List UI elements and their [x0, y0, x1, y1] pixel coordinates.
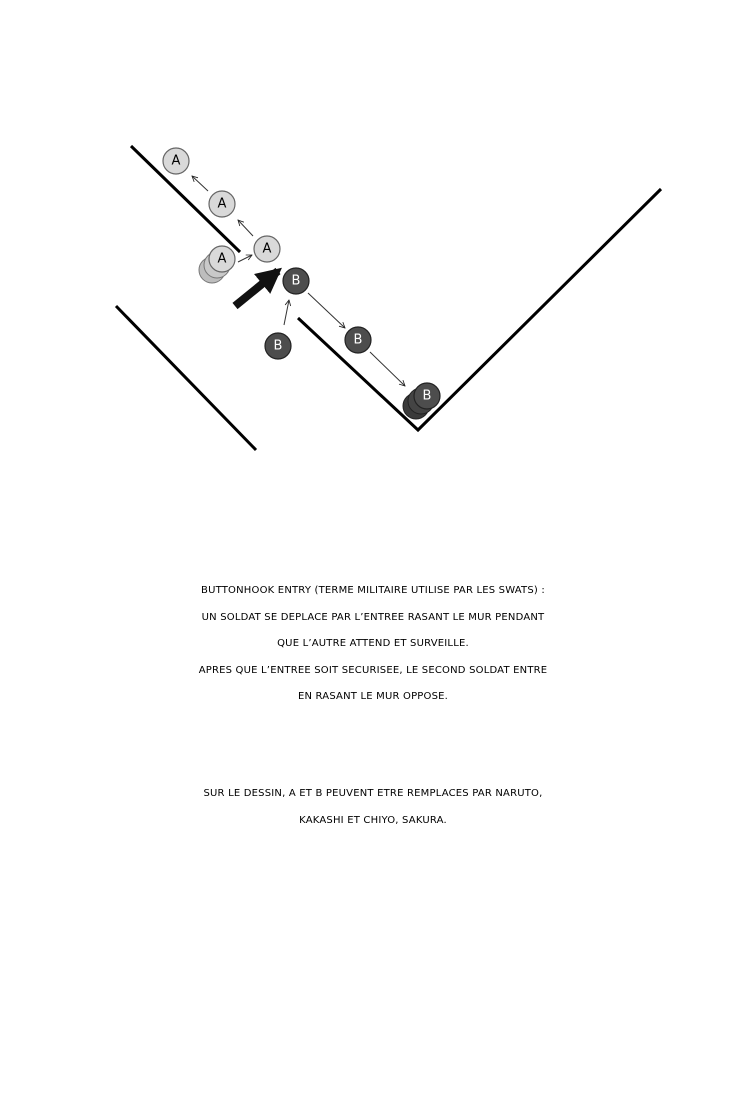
agent-a-label: A — [263, 242, 272, 257]
agent-a-label: A — [218, 197, 227, 212]
explanation-text: Buttonhook entry (terme militaire utilis… — [0, 578, 746, 711]
walls — [114, 144, 663, 452]
b-path-arrows — [283, 292, 405, 386]
a-arrow-1 — [237, 254, 252, 263]
agent-b-label: B — [274, 339, 283, 354]
explanation-line: que l’autre attend et surveille. — [277, 638, 469, 649]
note-text: Sur le dessin, A et B peuvent etre rempl… — [0, 781, 746, 834]
explanation-line: un soldat se deplace par l’entree rasant… — [201, 611, 545, 623]
explanation-line: en rasant le mur oppose. — [297, 691, 449, 702]
agent-a-marker-2: A — [253, 235, 281, 263]
explanation-line: Buttonhook entry (terme militaire utilis… — [201, 585, 545, 596]
agent-a-marker-3: A — [208, 190, 236, 218]
entry-direction-arrow — [232, 267, 282, 310]
b-stack: B — [402, 382, 441, 420]
note-line: Sur le dessin, A et B peuvent etre rempl… — [203, 788, 543, 799]
agent-a-marker — [208, 245, 236, 273]
entry-diagram: A A A A B B B B — [114, 144, 663, 452]
agent-b-marker-2: B — [282, 267, 310, 295]
agent-a-label: A — [218, 252, 227, 267]
lower-left-wall — [114, 304, 258, 452]
a-stack: A — [198, 245, 236, 284]
right-corner-wall — [296, 187, 663, 433]
b-arrow-2 — [307, 292, 345, 328]
note-line: Kakashi et Chiyo, Sakura. — [299, 814, 447, 826]
a-arrow-3 — [192, 176, 209, 192]
agent-a-marker-4: A — [162, 147, 190, 175]
agent-b-label: B — [354, 333, 363, 348]
agent-a-label: A — [172, 154, 181, 169]
agent-b-marker-3: B — [344, 326, 372, 354]
agent-b-label: B — [423, 389, 432, 404]
b-arrow-1 — [283, 300, 289, 326]
a-arrow-2 — [238, 220, 254, 237]
b-arrow-3 — [369, 351, 405, 386]
agent-b-marker — [413, 382, 441, 410]
agent-b-marker-1: B — [264, 332, 292, 360]
agent-b-label: B — [292, 274, 301, 289]
a-path-arrows — [192, 176, 254, 263]
upper-left-wall — [129, 144, 242, 254]
explanation-line: Apres que l’entree soit securisee, le se… — [198, 664, 548, 676]
